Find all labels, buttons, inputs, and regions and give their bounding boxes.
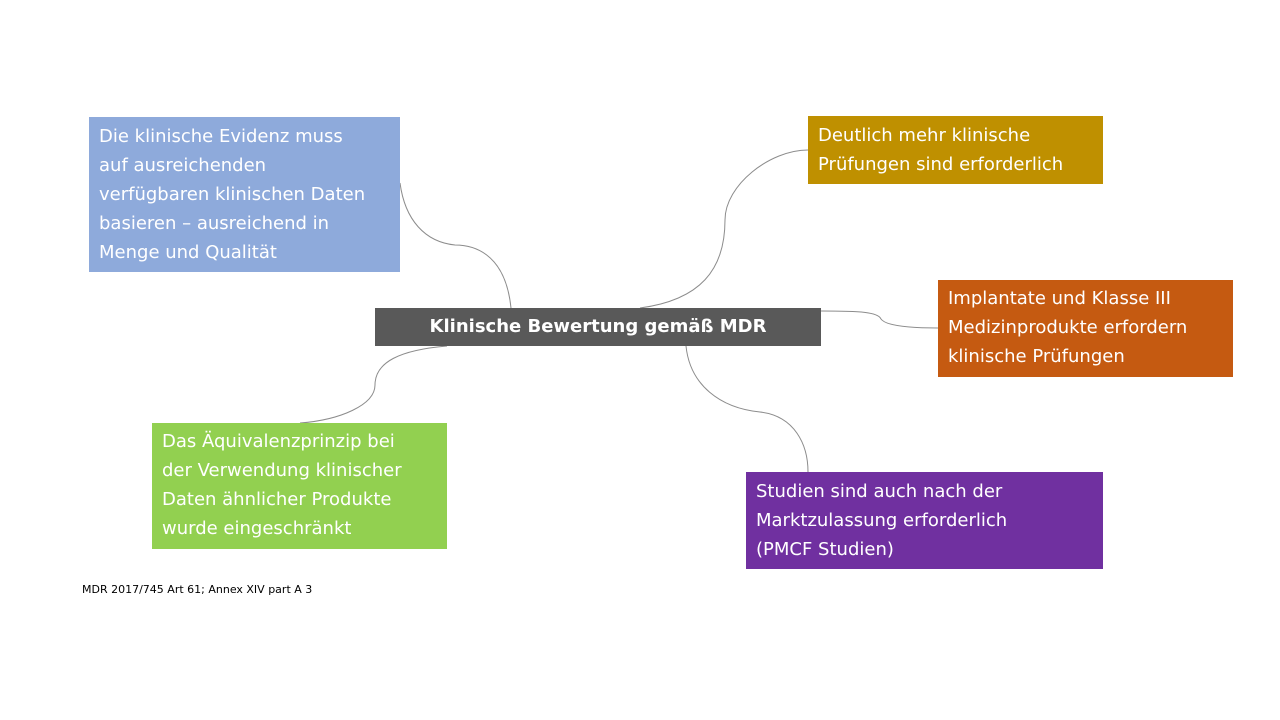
pmcf-studies-text: Studien sind auch nach der Marktzulassun…: [756, 481, 1008, 560]
implants-class-iii-text: Implantate und Klasse III Medizinprodukt…: [948, 288, 1188, 367]
central-topic-label: Klinische Bewertung gemäß MDR: [429, 316, 767, 337]
clinical-evidence-text: Die klinische Evidenz muss auf ausreiche…: [99, 126, 366, 263]
equivalence-principle-text: Das Äquivalenzprinzip bei der Verwendung…: [162, 431, 402, 539]
connector-pmcf: [685, 345, 809, 473]
connector-equivalence: [299, 345, 448, 424]
connector-implant: [820, 310, 939, 329]
footnote-reference: MDR 2017/745 Art 61; Annex XIV part A 3: [82, 583, 313, 596]
box-clinical-evidence: Die klinische Evidenz muss auf ausreiche…: [89, 117, 400, 272]
box-pmcf-studies: Studien sind auch nach der Marktzulassun…: [746, 472, 1103, 569]
connector-evidence: [399, 182, 512, 309]
box-equivalence-principle: Das Äquivalenzprinzip bei der Verwendung…: [152, 423, 447, 549]
central-topic: Klinische Bewertung gemäß MDR: [375, 308, 821, 346]
box-implants-class-iii: Implantate und Klasse III Medizinprodukt…: [938, 280, 1233, 377]
more-clinical-trials-text: Deutlich mehr klinische Prüfungen sind e…: [818, 125, 1064, 175]
box-more-clinical-trials: Deutlich mehr klinische Prüfungen sind e…: [808, 116, 1103, 184]
connector-trials: [639, 149, 809, 309]
